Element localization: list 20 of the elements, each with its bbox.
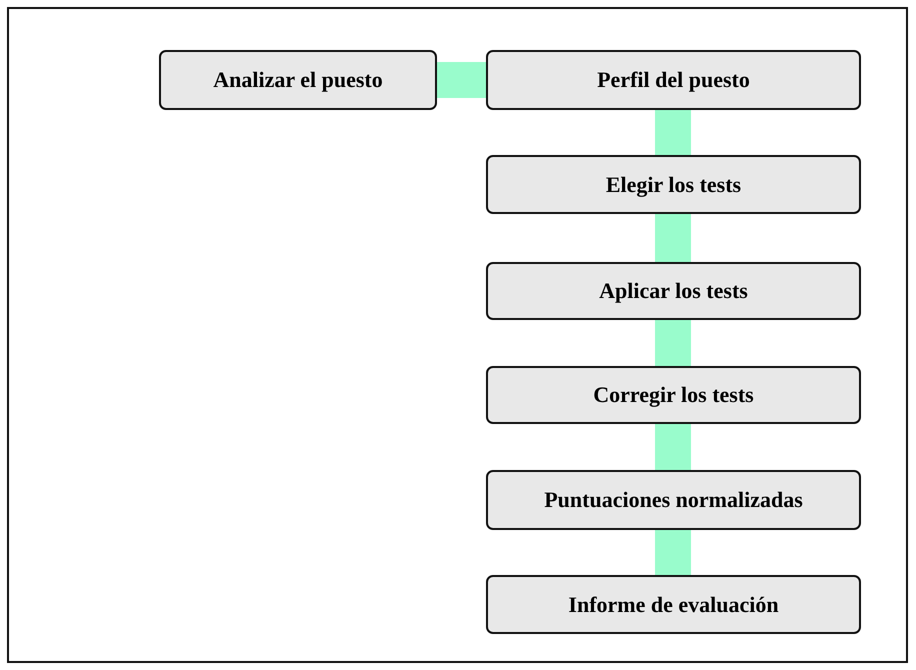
process-box (486, 575, 861, 634)
step-label: Informe de evaluación (568, 592, 779, 618)
step-label: Corregir los tests (593, 382, 754, 408)
step-label: Aplicar los tests (599, 278, 748, 304)
process-box (486, 50, 861, 110)
process-box (159, 50, 437, 110)
step-label: Analizar el puesto (213, 67, 383, 93)
connector-bar (437, 62, 486, 98)
connector-bar (655, 320, 691, 366)
process-box (486, 262, 861, 320)
process-box (486, 366, 861, 424)
step-label: Puntuaciones normalizadas (544, 487, 803, 513)
step-label: Perfil del puesto (597, 67, 750, 93)
process-box (486, 155, 861, 214)
connector-bar (655, 530, 691, 575)
connector-bar (655, 424, 691, 470)
connector-bar (655, 110, 691, 155)
process-box (486, 470, 861, 530)
step-label: Elegir los tests (606, 172, 742, 198)
connector-bar (655, 214, 691, 262)
